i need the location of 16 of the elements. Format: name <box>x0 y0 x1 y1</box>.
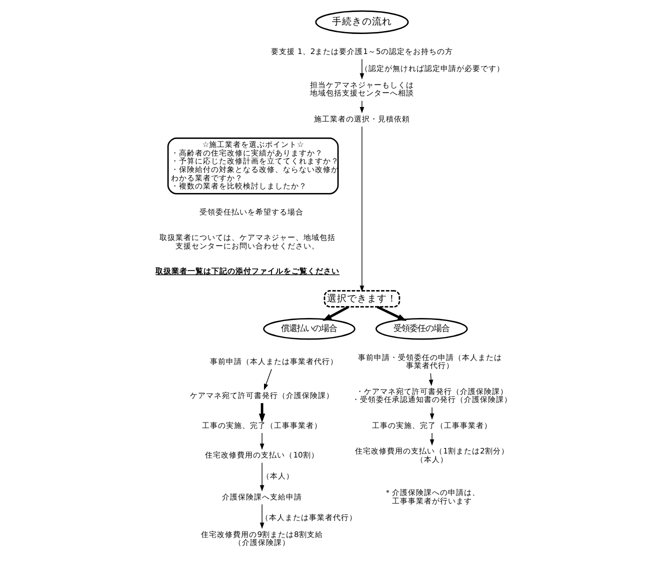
arrow <box>376 306 406 322</box>
arrow <box>429 407 434 420</box>
arrow <box>259 462 264 492</box>
arrow <box>263 368 272 390</box>
arrow <box>359 126 364 292</box>
node-ellipse: 償還払いの場合 <box>262 318 355 340</box>
node-box: 選択できます！ <box>323 290 400 308</box>
arrow <box>259 504 264 529</box>
node-ellipse: 手続きの流れ <box>314 10 408 34</box>
arrow <box>258 403 265 423</box>
arrow <box>259 432 264 450</box>
arrow <box>359 58 364 80</box>
node-ellipse: 受領委任の場合 <box>374 318 468 340</box>
arrow <box>322 306 348 321</box>
arrow <box>359 100 364 114</box>
arrow <box>429 432 434 446</box>
